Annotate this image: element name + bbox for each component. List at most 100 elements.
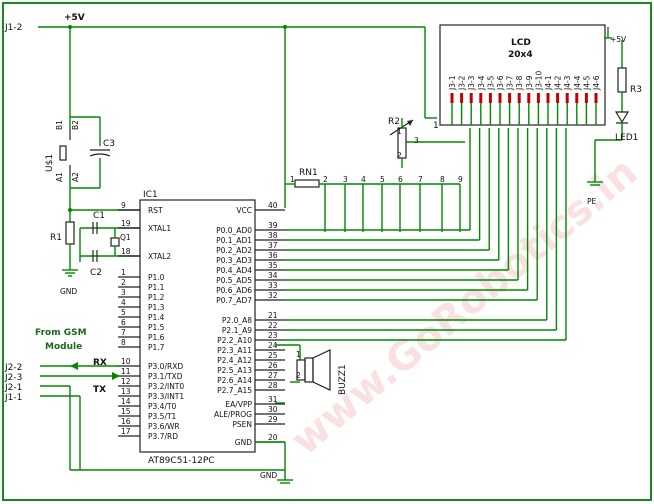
- lcd-pin-label: J3-6: [496, 75, 505, 91]
- lcd-pin-label: J3-1: [448, 75, 457, 91]
- rn1-pin-number: 8: [440, 175, 445, 184]
- ic1-pin-number: 38: [268, 231, 278, 240]
- lcd-pin-marker: [565, 93, 569, 103]
- lcd-module: [439, 24, 606, 126]
- ic1-pin-number: 32: [268, 291, 278, 300]
- q1-label: Q1: [120, 233, 131, 242]
- ic1-pin-number: 1: [121, 268, 126, 277]
- rn1-pin-number: 3: [343, 175, 348, 184]
- ic1-pin-number: 31: [268, 395, 278, 404]
- ic1-pin-number: 13: [121, 387, 131, 396]
- ic1-pin-name: P3.2/INT0: [148, 382, 184, 391]
- resistor-network-rn1: [285, 179, 460, 188]
- ic1-pin-name: P3.4/T0: [148, 402, 177, 411]
- ic1-pin-name: P3.1/TXD: [148, 372, 183, 381]
- ic1-pin-name: P2.1_A9: [222, 326, 252, 335]
- ic1-pin-number: 33: [268, 281, 278, 290]
- lcd-pin-label: J4-2: [554, 75, 563, 91]
- ic1-pin-name: VCC: [236, 206, 252, 215]
- led1-label: LED1: [615, 133, 638, 143]
- c1-label: C1: [93, 211, 105, 221]
- ic1-pin-name: P3.5/T1: [148, 412, 177, 421]
- ic1-pin-name: P3.0/RXD: [148, 362, 183, 371]
- lcd-pin-label: J3-7: [506, 75, 515, 91]
- gsm-wires: [40, 362, 285, 471]
- ic1-pin-name: PSEN: [232, 420, 252, 429]
- lcd-pin-label: J3-2: [458, 75, 467, 91]
- ic1-pin-name: RST: [148, 206, 163, 215]
- reset-switch: [59, 116, 111, 210]
- ic1-pin-number: 40: [268, 201, 278, 210]
- ic1-pin-name: P3.3/INT1: [148, 392, 184, 401]
- ic1-pin-number: 17: [121, 427, 131, 436]
- lcd-pin-label: J4-4: [573, 75, 582, 91]
- ic1-pin-name: P1.6: [148, 333, 165, 342]
- rn1-pin-number: 7: [418, 175, 423, 184]
- ic1-pin-name: P0.5_AD5: [216, 276, 252, 285]
- lcd-pin-marker: [469, 93, 473, 103]
- ic1-pin-name: XTAL1: [148, 224, 171, 233]
- ic1-pin-number: 34: [268, 271, 278, 280]
- ic1-pin-number: 18: [121, 247, 131, 256]
- r2-pin3: 3: [414, 136, 419, 145]
- ic1-pin-number: 4: [121, 298, 126, 307]
- r2-pin2: 2: [397, 151, 402, 160]
- ic1-pin-name: ALE/PROG: [214, 410, 252, 419]
- ic1-pin-name: P1.2: [148, 293, 165, 302]
- lcd-pin-marker: [498, 93, 502, 103]
- ic1-pin-name: P2.6_A14: [217, 376, 252, 385]
- ic1-pin-number: 15: [121, 407, 131, 416]
- ic1-pin-number: 23: [268, 331, 278, 340]
- vcc-rail: [55, 25, 437, 208]
- ic1-pin-number: 8: [121, 338, 126, 347]
- lcd-pin-marker: [460, 93, 464, 103]
- ic1-pin-number: 22: [268, 321, 278, 330]
- ic1-pin-number: 29: [268, 415, 278, 424]
- lcd-vcc-label: +5V: [610, 35, 627, 44]
- lcd-pin-marker: [508, 93, 512, 103]
- rn1-pin-number: 6: [398, 175, 403, 184]
- lcd-pin-marker: [546, 93, 550, 103]
- lcd-pin-label: J3-10: [534, 71, 543, 91]
- ic1-pin-number: 3: [121, 288, 126, 297]
- rn1-pin-number: 1: [290, 175, 295, 184]
- lcd-pin-label: J3-4: [477, 75, 486, 91]
- rn1-pin-number: 9: [458, 175, 463, 184]
- ic1-pin-name: P1.3: [148, 303, 165, 312]
- ic1-pin-number: 9: [121, 201, 126, 210]
- ic1-pin-number: 16: [121, 417, 131, 426]
- j1-2-label: J1-2: [4, 23, 22, 33]
- ic1-pin-number: 25: [268, 351, 278, 360]
- data-bus-wires: [285, 128, 567, 341]
- lcd-pin-marker: [450, 93, 454, 103]
- b1-label: B1: [55, 120, 64, 130]
- r1-label: R1: [50, 233, 62, 243]
- lcd-pin-label: J4-1: [544, 75, 553, 91]
- lcd-pin-label: J3-8: [515, 75, 524, 91]
- backlight-led-circuit: [587, 27, 630, 186]
- ic1-pin-number: 14: [121, 397, 131, 406]
- lcd-pin-label: J3-9: [525, 75, 534, 91]
- ic1-pin-number: 24: [268, 341, 278, 350]
- gsm-label-line1: From GSM: [35, 328, 87, 338]
- ic1-pin-name: P1.0: [148, 273, 165, 282]
- gnd-bottom-label: GND: [260, 471, 277, 480]
- r2-pin1: 1: [397, 127, 402, 136]
- tx-label: TX: [93, 385, 106, 395]
- rn1-label: RN1: [299, 168, 318, 178]
- lcd-pin-marker: [488, 93, 492, 103]
- ic1-label: IC1: [143, 190, 158, 200]
- ic1-pin-number: 27: [268, 371, 278, 380]
- ic1-pin-number: 11: [121, 367, 131, 376]
- ic1-pin-name: P1.4: [148, 313, 165, 322]
- lcd-pin-marker: [527, 93, 531, 103]
- lcd-pin-label: J4-5: [582, 75, 591, 91]
- c2-label: C2: [90, 268, 102, 278]
- ic1-pin-name: P0.2_AD2: [216, 246, 252, 255]
- j2-3-label: J2-3: [4, 373, 22, 383]
- rx-label: RX: [93, 358, 107, 368]
- ic1-pin-name: P2.7_A15: [217, 386, 252, 395]
- lcd-pin-label: J4-6: [592, 75, 601, 91]
